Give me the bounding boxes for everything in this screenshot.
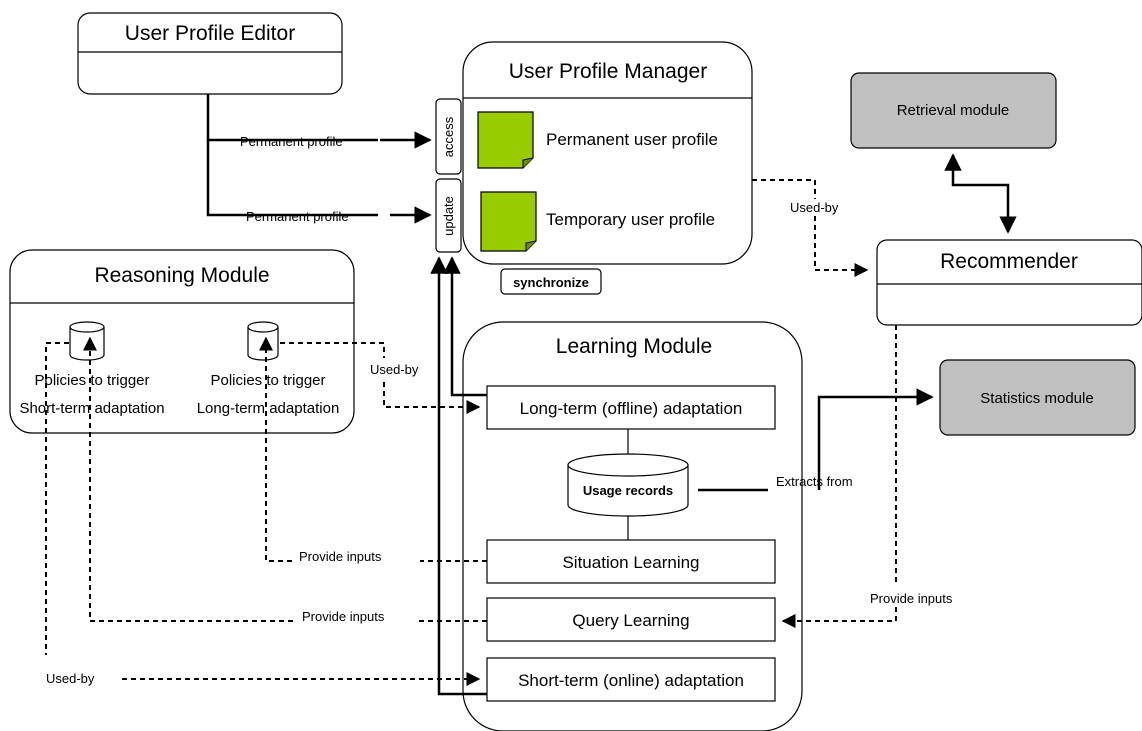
statistics-module[interactable]: Statistics module: [939, 359, 1136, 436]
short-term-policy-label-line1: Policies to trigger: [34, 372, 149, 389]
usage-records-database[interactable]: Usage records: [567, 453, 689, 517]
edge-label-provide-inputs-situation: Provide inputs: [299, 549, 382, 564]
manager-to-recommender-connector: [814, 216, 869, 277]
edge-label-used-by-reasoning: Used-by: [370, 362, 419, 377]
reasoning-module[interactable]: Reasoning Module Policies to trigger Sho…: [9, 249, 355, 434]
edge-label-used-by-recommender: Used-by: [790, 200, 839, 215]
edge-label-permanent-profile-access: Permanent profile: [240, 134, 343, 149]
synchronize-label: synchronize: [513, 275, 589, 290]
update-tab-label: update: [441, 196, 456, 236]
learning-module[interactable]: Learning Module Long-term (offline) adap…: [462, 321, 803, 731]
long-term-policy-label-line2: Long-term adaptation: [197, 400, 340, 417]
edge-label-provide-inputs-query: Provide inputs: [302, 609, 385, 624]
long-term-adaptation-label: Long-term (offline) adaptation: [520, 399, 743, 418]
reasoning-module-title: Reasoning Module: [94, 264, 269, 287]
user-profile-editor-title: User Profile Editor: [125, 22, 295, 45]
situation-learning-box[interactable]: Situation Learning: [486, 539, 776, 584]
retrieval-module-label: Retrieval module: [897, 102, 1010, 119]
user-profile-editor[interactable]: User Profile Editor: [77, 12, 343, 95]
permanent-profile-label: Permanent user profile: [546, 130, 718, 149]
learning-module-title: Learning Module: [556, 335, 712, 358]
edge-label-permanent-profile-update: Permanent profile: [246, 209, 349, 224]
query-learning-box[interactable]: Query Learning: [486, 597, 776, 642]
long-term-adaptation-box[interactable]: Long-term (offline) adaptation: [486, 385, 776, 430]
short-term-policy-label-line2: Short-term adaptation: [19, 400, 164, 417]
edge-label-extracts-from: Extracts from: [776, 474, 853, 489]
user-profile-manager[interactable]: User Profile Manager access update Perma…: [435, 41, 753, 295]
long-term-policy-label-line1: Policies to trigger: [210, 372, 325, 389]
access-tab[interactable]: access: [435, 98, 462, 175]
statistics-module-label: Statistics module: [980, 390, 1093, 407]
user-profile-manager-title: User Profile Manager: [509, 60, 707, 83]
learning-to-update-connectors: [430, 256, 487, 696]
permanent-profile-document-icon: [477, 111, 534, 169]
edge-label-used-by-bottom: Used-by: [46, 671, 95, 686]
usage-records-to-statistics-connector: [698, 388, 934, 492]
recommender[interactable]: Recommender: [876, 239, 1142, 326]
long-term-policy-database-icon: [247, 321, 279, 361]
access-tab-label: access: [441, 116, 456, 157]
edge-label-provide-inputs-recommender: Provide inputs: [870, 591, 953, 606]
retrieval-recommender-connector: [944, 153, 1017, 234]
query-to-short-policy-connector: [83, 336, 293, 622]
situation-to-long-policy-connector: [259, 336, 292, 562]
synchronize-button[interactable]: synchronize: [500, 268, 602, 295]
temporary-profile-document-icon: [480, 191, 537, 252]
short-term-policy-database-icon: [69, 321, 105, 361]
situation-learning-label: Situation Learning: [562, 553, 699, 572]
recommender-title: Recommender: [940, 250, 1078, 273]
recommender-to-query-connector: [781, 607, 897, 628]
query-learning-label: Query Learning: [572, 611, 689, 630]
editor-to-manager-connectors: [206, 94, 432, 224]
usage-records-label: Usage records: [583, 483, 673, 498]
short-term-adaptation-label: Short-term (online) adaptation: [518, 671, 744, 690]
short-term-adaptation-box[interactable]: Short-term (online) adaptation: [486, 657, 776, 702]
update-tab[interactable]: update: [435, 178, 462, 253]
short-policy-connector-left: [45, 342, 69, 655]
temporary-profile-label: Temporary user profile: [546, 210, 715, 229]
retrieval-module[interactable]: Retrieval module: [850, 72, 1057, 149]
long-policy-connector-top: [280, 342, 385, 358]
